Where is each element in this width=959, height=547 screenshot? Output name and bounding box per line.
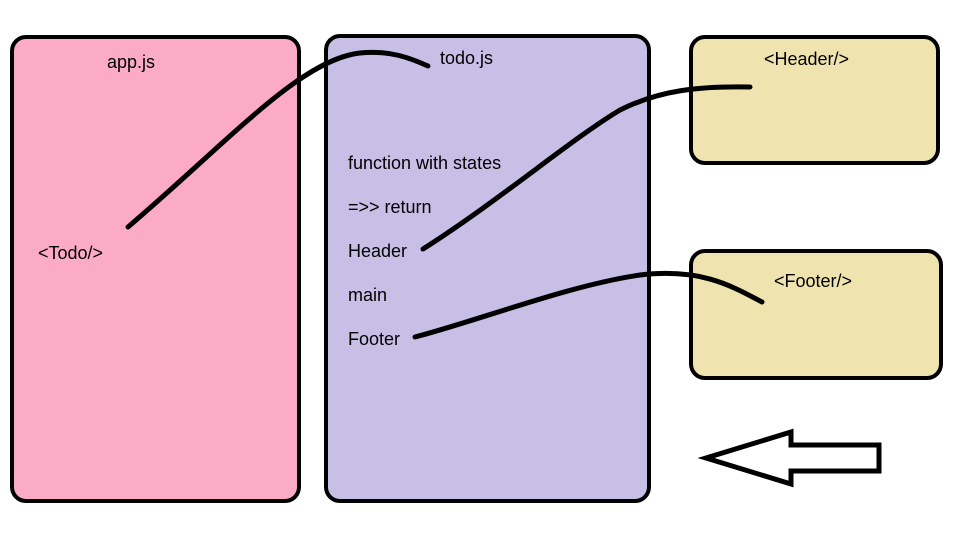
todo-line-footer: Footer	[348, 329, 401, 349]
app-js-box	[10, 35, 301, 503]
header-component-title: <Header/>	[764, 49, 850, 69]
todo-js-box	[324, 34, 651, 503]
todo-component-label: <Todo/>	[38, 243, 104, 263]
todo-line-main: main	[348, 285, 388, 305]
footer-component-box	[689, 249, 943, 380]
left-arrow-icon	[697, 428, 882, 488]
todo-line-function: function with states	[348, 153, 502, 173]
footer-component-title: <Footer/>	[774, 271, 853, 291]
todo-line-header: Header	[348, 241, 408, 261]
todo-line-return: =>> return	[348, 197, 432, 217]
app-js-title: app.js	[107, 52, 156, 72]
todo-js-title: todo.js	[440, 48, 494, 68]
